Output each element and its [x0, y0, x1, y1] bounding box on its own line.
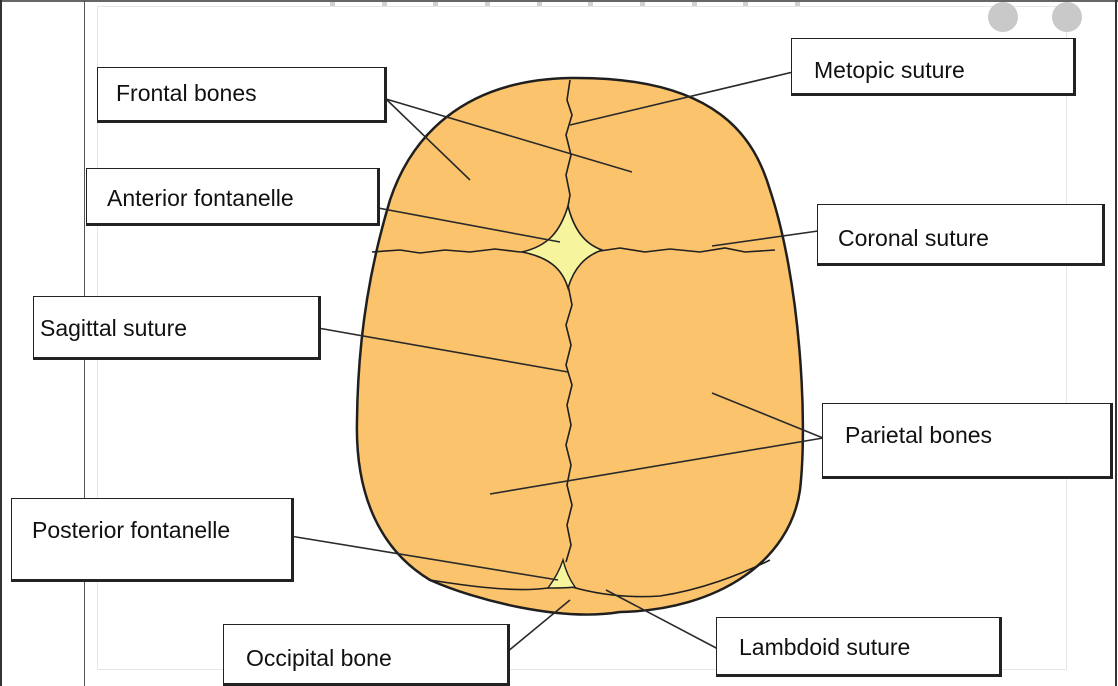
- label-metopic-suture-text: Metopic suture: [814, 59, 965, 82]
- label-posterior-fontanelle: Posterior fontanelle: [11, 498, 294, 582]
- label-sagittal-suture: Sagittal suture: [33, 296, 321, 360]
- label-anterior-fontanelle-text: Anterior fontanelle: [107, 187, 294, 210]
- label-coronal-suture: Coronal suture: [817, 204, 1105, 266]
- label-parietal-bones: Parietal bones: [822, 403, 1113, 479]
- label-frontal-bones: Frontal bones: [97, 67, 387, 123]
- label-lambdoid-suture-text: Lambdoid suture: [739, 636, 910, 659]
- label-sagittal-suture-text: Sagittal suture: [40, 317, 187, 340]
- label-occipital-bone: Occipital bone: [223, 624, 510, 686]
- label-occipital-bone-text: Occipital bone: [246, 647, 392, 670]
- label-lambdoid-suture: Lambdoid suture: [716, 617, 1002, 677]
- label-metopic-suture: Metopic suture: [791, 38, 1076, 96]
- label-posterior-fontanelle-text: Posterior fontanelle: [32, 519, 230, 542]
- label-coronal-suture-text: Coronal suture: [838, 227, 989, 250]
- label-anterior-fontanelle: Anterior fontanelle: [86, 168, 380, 226]
- label-parietal-bones-text: Parietal bones: [845, 424, 992, 447]
- label-frontal-bones-text: Frontal bones: [116, 82, 257, 105]
